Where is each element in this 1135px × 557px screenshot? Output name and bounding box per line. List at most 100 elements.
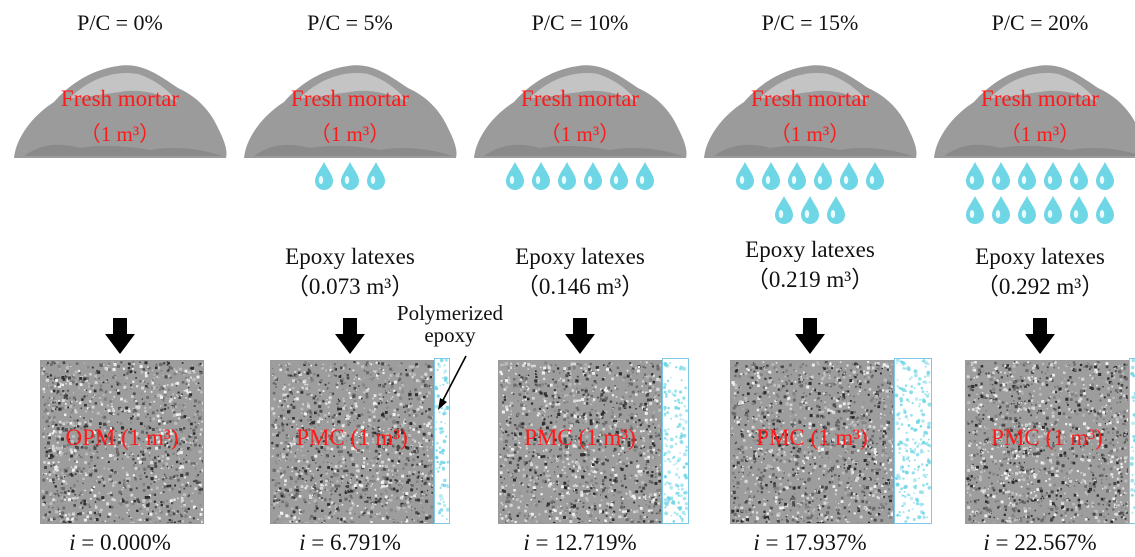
mortar-block-label: OPM (1 m³) [65, 425, 179, 450]
mortar-block-label: PMC (1 m³) [756, 425, 868, 450]
panel-4: P/C = 20%Fresh mortar（1 m³）Epoxy latexes… [930, 0, 1135, 557]
panel-2: P/C = 10% Fresh mortar （1 m³） Epoxy latexes… [470, 0, 690, 557]
hardened-mortar-block: PMC (1 m³) [965, 360, 1129, 524]
mortar-texture [731, 361, 893, 523]
epoxy-latex-volume: （0.219 m³） [745, 267, 875, 292]
epoxy-drops-row [470, 160, 690, 210]
water-drop-icon [775, 196, 793, 224]
epoxy-latex-label: Epoxy latexes （0.073 m³） [240, 242, 460, 302]
fresh-mortar-label: Fresh mortar [520, 86, 640, 111]
down-arrow-icon [335, 318, 365, 354]
ratio-symbol: i [753, 530, 760, 555]
epoxy-ratio-value: i = 12.719% [470, 530, 690, 556]
ratio-number: = 17.937% [759, 530, 867, 555]
polymerized-epoxy-label: Polymerized epoxy [396, 301, 504, 347]
fresh-mortar-cloud: Fresh mortar（1 m³） [240, 58, 460, 168]
fresh-mortar-cloud: Fresh mortar（1 m³） [930, 58, 1135, 168]
epoxy-latex-label: Epoxy latexes （0.146 m³） [470, 242, 690, 302]
fresh-mortar-volume: （1 m³） [999, 122, 1081, 146]
epoxy-latex-label: Epoxy latexes （0.219 m³） [700, 235, 920, 295]
epoxy-latex-name: Epoxy latexes [515, 244, 645, 269]
hardened-mortar-block: PMC (1 m³) [498, 360, 662, 524]
water-drop-icon [1070, 196, 1088, 224]
fresh-mortar-label: Fresh mortar [290, 86, 410, 111]
mortar-cloud-icon [14, 65, 227, 158]
water-drop-icon [840, 162, 858, 190]
water-drop-icon [584, 162, 602, 190]
epoxy-latex-volume: （0.073 m³） [285, 274, 415, 299]
epoxy-ratio-value: i = 0.000% [10, 530, 230, 556]
fresh-mortar-volume: （1 m³） [539, 122, 621, 146]
pc-ratio-label: P/C = 5% [307, 10, 393, 35]
water-drop-icon [801, 196, 819, 224]
water-drop-icon [1044, 162, 1062, 190]
water-drop-icon [1096, 196, 1114, 224]
water-drop-icon [736, 162, 754, 190]
polymerized-epoxy-strip [1129, 358, 1135, 524]
epoxy-latex-label: Epoxy latexes（0.292 m³） [930, 242, 1135, 302]
epoxy-latex-name: Epoxy latexes [285, 244, 415, 269]
epoxy-ratio-value: i = 17.937% [700, 530, 920, 556]
epoxy-latex-name: Epoxy latexes [745, 237, 875, 262]
water-drop-icon [1018, 162, 1036, 190]
epoxy-latex-volume: （0.146 m³） [515, 274, 645, 299]
epoxy-drops-row [930, 194, 1135, 244]
down-arrow-icon [105, 318, 135, 354]
mortar-texture [271, 361, 433, 523]
mortar-cloud-icon [934, 65, 1135, 158]
water-drop-icon [992, 196, 1010, 224]
down-arrow-icon [795, 318, 825, 354]
fresh-mortar-volume: （1 m³） [769, 122, 851, 146]
polymerized-epoxy-strip [434, 358, 450, 524]
hardened-mortar-block: PMC (1 m³) [270, 360, 434, 524]
epoxy-drops-row [240, 160, 460, 210]
down-arrow-icon [565, 318, 595, 354]
ratio-number: = 22.567% [989, 530, 1097, 555]
water-drop-icon [1018, 196, 1036, 224]
epoxy-drops-row [700, 194, 920, 244]
down-arrow-icon [1025, 318, 1055, 354]
panel-0: P/C = 0% Fresh mortar（1 m³） OPM (1 m³) i = … [10, 0, 230, 557]
panel-1: P/C = 5% Fresh mortar（1 m³） Epoxy latexes （… [240, 0, 460, 557]
drop-row-0 [315, 162, 385, 190]
water-drop-icon [367, 162, 385, 190]
drop-row-1 [966, 196, 1114, 224]
water-drop-icon [610, 162, 628, 190]
water-drop-icon [866, 162, 884, 190]
pc-ratio-label: P/C = 10% [531, 10, 629, 35]
water-drop-icon [827, 196, 845, 224]
water-drop-icon [788, 162, 806, 190]
water-drop-icon [992, 162, 1010, 190]
fresh-mortar-label: Fresh mortar [60, 86, 180, 111]
mortar-cloud-icon [244, 65, 457, 158]
hardened-mortar-block: PMC (1 m³) [730, 360, 894, 524]
fresh-mortar-cloud: Fresh mortar（1 m³） [700, 58, 920, 168]
water-drop-icon [1044, 196, 1062, 224]
pc-ratio-label: P/C = 15% [761, 10, 859, 35]
polymerized-epoxy-pointer-arrow [438, 355, 467, 410]
ratio-number: = 6.791% [305, 530, 401, 555]
water-drop-icon [1070, 162, 1088, 190]
water-drop-icon [315, 162, 333, 190]
panel-3: P/C = 15% Fresh mortar（1 m³） Epoxy latexes… [700, 0, 932, 557]
ratio-symbol: i [983, 530, 990, 555]
epoxy-drops-row [930, 160, 1135, 210]
polymerized-epoxy-strip [662, 358, 689, 524]
fresh-mortar-cloud: Fresh mortar（1 m³） [10, 58, 230, 168]
mortar-texture [499, 361, 661, 523]
water-drop-icon [1096, 162, 1114, 190]
water-drop-icon [762, 162, 780, 190]
mortar-block-label: PMC (1 m³) [991, 425, 1103, 450]
mortar-texture [41, 361, 203, 523]
ratio-symbol: i [299, 530, 306, 555]
polymerized-epoxy-strip [894, 358, 932, 524]
water-drop-icon [966, 162, 984, 190]
drop-row-0 [966, 162, 1114, 190]
drop-row-1 [775, 196, 845, 224]
epoxy-ratio-value: i = 22.567% [930, 530, 1135, 556]
ratio-symbol: i [523, 530, 530, 555]
pc-ratio-label: P/C = 0% [77, 10, 163, 35]
ratio-number: = 0.000% [75, 530, 171, 555]
water-drop-icon [966, 196, 984, 224]
mortar-block-label: PMC (1 m³) [296, 425, 408, 450]
